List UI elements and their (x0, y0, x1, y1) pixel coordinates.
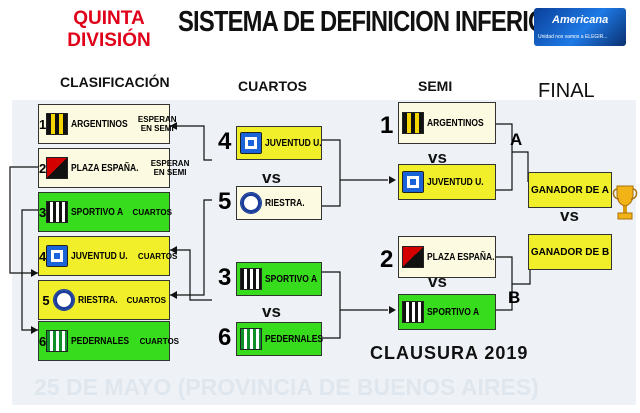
standings-note-line1: CUARTOS (137, 251, 178, 261)
column-final: FINAL (538, 80, 595, 102)
vs-final: vs (560, 206, 579, 225)
cuartos-team-box: JUVENTUD U. (236, 126, 322, 160)
sportivo-crest-icon (240, 268, 262, 290)
standings-position: 6 (39, 333, 47, 349)
cuartos-seed: 4 (218, 128, 232, 155)
argentinos-crest-icon (402, 112, 424, 134)
standings-team: PEDERNALES (71, 335, 130, 347)
cuartos-seed: 3 (218, 264, 232, 291)
standings-note-line2: EN SEMI (140, 124, 174, 133)
juventud-crest-icon (402, 171, 424, 193)
riestra-crest-icon (240, 192, 262, 214)
standings-team: PLAZA ESPAÑA. (71, 162, 139, 174)
standings-row: 3 SPORTIVO A CUARTOS (38, 192, 172, 232)
semi-team-box: PLAZA ESPAÑA. (398, 236, 496, 278)
standings-position: 2 (39, 160, 47, 176)
cuartos-seed: 5 (218, 188, 232, 215)
vs-semi-b: vs (428, 272, 447, 291)
plaza-espana-crest-icon (46, 157, 69, 179)
standings-note: CUARTOS (140, 337, 179, 346)
location-watermark: 25 DE MAYO (PROVINCIA DE BUENOS AIRES) (34, 374, 539, 400)
tournament-label: CLAUSURA 2019 (370, 343, 529, 363)
trophy-icon (612, 185, 638, 220)
final-ganador-a: GANADOR DE A (528, 172, 612, 208)
division-line2: DIVISIÓN (67, 30, 151, 51)
riestra-crest-icon (53, 289, 75, 311)
standings-note-line1: ESPERAN (150, 159, 190, 168)
standings-team: SPORTIVO A (71, 206, 124, 218)
column-cuartos: CUARTOS (238, 78, 307, 94)
semi-team: ARGENTINOS (427, 117, 484, 129)
cuartos-team-box: RIESTRA. (236, 186, 322, 220)
pedernales-crest-icon (240, 328, 262, 350)
standings-team: RIESTRA. (78, 294, 118, 306)
standings-team: ARGENTINOS (71, 118, 128, 130)
standings-team: JUVENTUD U. (71, 250, 128, 262)
semi-seed: 1 (380, 112, 394, 139)
standings-note-line1: ESPERAN (137, 115, 177, 124)
cuartos-team: RIESTRA. (265, 197, 305, 209)
cuartos-seed: 6 (218, 324, 232, 351)
division-line1: QUINTA (73, 8, 145, 29)
column-clasificacion: CLASIFICACIÓN (60, 74, 170, 90)
standings-row: 4 JUVENTUD U. CUARTOS (38, 236, 177, 276)
standings-row: 5 RIESTRA. CUARTOS (38, 280, 170, 320)
label-b: B (508, 288, 521, 307)
vs-cuartos-b: vs (262, 302, 281, 321)
standings-note-line2: EN SEMI (153, 168, 187, 177)
juventud-crest-icon (46, 245, 69, 267)
juventud-crest-icon (240, 132, 262, 154)
standings-note-line1: CUARTOS (132, 207, 172, 217)
standings-row: 6 PEDERNALES CUARTOS (38, 321, 179, 361)
vs-semi-a: vs (428, 148, 447, 167)
semi-team-box: ARGENTINOS (398, 102, 496, 144)
cuartos-team-box: PEDERNALES (236, 322, 324, 356)
standings-position: 4 (39, 248, 47, 264)
sportivo-crest-icon (46, 201, 69, 223)
semi-team: SPORTIVO A (427, 306, 480, 318)
standings-note: CUARTOS (138, 252, 177, 261)
column-semi: SEMI (418, 78, 453, 94)
plaza-espana-crest-icon (402, 246, 424, 268)
brand-logo-tagline: Unidad nos vamos a ELEGIR... (538, 34, 608, 40)
sportivo-crest-icon (402, 301, 424, 323)
semi-team-box: JUVENTUD U. (398, 164, 496, 200)
standings-note-line1: CUARTOS (126, 295, 166, 305)
standings-position: 5 (42, 292, 50, 308)
cuartos-team: SPORTIVO A (265, 273, 318, 285)
cuartos-team: JUVENTUD U. (265, 137, 322, 149)
argentinos-crest-icon (46, 113, 69, 135)
standings-position: 3 (39, 204, 47, 220)
pedernales-crest-icon (46, 330, 69, 352)
brand-logo-text: Americana (552, 14, 609, 26)
standings-note: CUARTOS (127, 296, 166, 305)
page-title: SISTEMA DE DEFINICION INFERIORES (178, 6, 593, 38)
cuartos-team: PEDERNALES (265, 333, 324, 345)
label-a: A (510, 130, 523, 149)
brand-logo: Americana Unidad nos vamos a ELEGIR... (534, 8, 626, 46)
semi-team-box: SPORTIVO A (398, 294, 496, 330)
semi-team: PLAZA ESPAÑA. (427, 251, 495, 263)
standings-position: 1 (39, 116, 47, 132)
cuartos-team-box: SPORTIVO A (236, 262, 322, 296)
vs-cuartos-a: vs (262, 168, 281, 187)
final-ganador-b: GANADOR DE B (528, 234, 612, 270)
standings-note-line1: CUARTOS (139, 336, 180, 346)
division-label: QUINTA DIVISIÓN (54, 8, 164, 52)
standings-note: CUARTOS (133, 208, 172, 217)
semi-team: JUVENTUD U. (427, 176, 484, 188)
semi-seed: 2 (380, 246, 394, 273)
